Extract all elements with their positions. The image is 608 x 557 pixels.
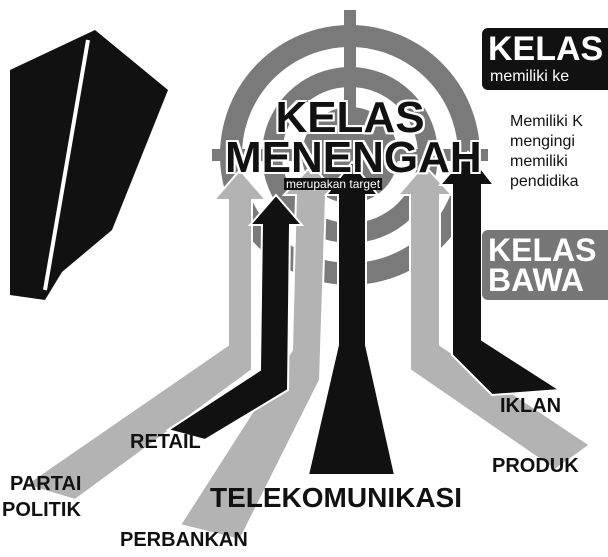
label-perbankan: PERBANKAN <box>120 529 248 551</box>
right-paragraph-line-1: Memiliki K <box>510 113 583 130</box>
label-retail: RETAIL <box>130 431 201 453</box>
right-header-title: KELAS <box>488 30 604 68</box>
label-telekomunikasi: TELEKOMUNIKASI <box>210 482 462 513</box>
right-header-box: KELAS memiliki ke <box>482 28 608 90</box>
label-partai-politik-line2: POLITIK <box>2 499 81 521</box>
right-lower-title-line1: KELAS <box>488 232 597 268</box>
target-title-line1: KELAS <box>275 93 425 142</box>
label-produk: PRODUK <box>492 455 579 477</box>
target-title-line2: MENENGAH <box>225 133 482 182</box>
black-arrows <box>165 150 564 476</box>
right-paragraph-line-3: memiliki <box>510 153 568 170</box>
left-shape-stripe <box>43 39 90 291</box>
left-black-shape <box>10 30 168 300</box>
right-header-subtitle: memiliki ke <box>490 68 570 85</box>
right-lower-box: KELAS BAWA <box>482 230 608 300</box>
arrow-iklan <box>437 150 564 397</box>
arrow-retail <box>165 193 305 442</box>
right-paragraph-line-4: pendidika <box>510 173 579 190</box>
arrow-produk <box>395 163 592 472</box>
label-iklan: IKLAN <box>500 395 562 417</box>
arrow-partai-politik <box>22 168 269 502</box>
right-lower-title-line2: BAWA <box>488 262 584 298</box>
right-paragraph-line-2: mengingi <box>510 133 575 150</box>
label-partai-politik-line1: PARTAI <box>10 473 82 495</box>
target-subtitle: merupakan target <box>284 177 383 191</box>
